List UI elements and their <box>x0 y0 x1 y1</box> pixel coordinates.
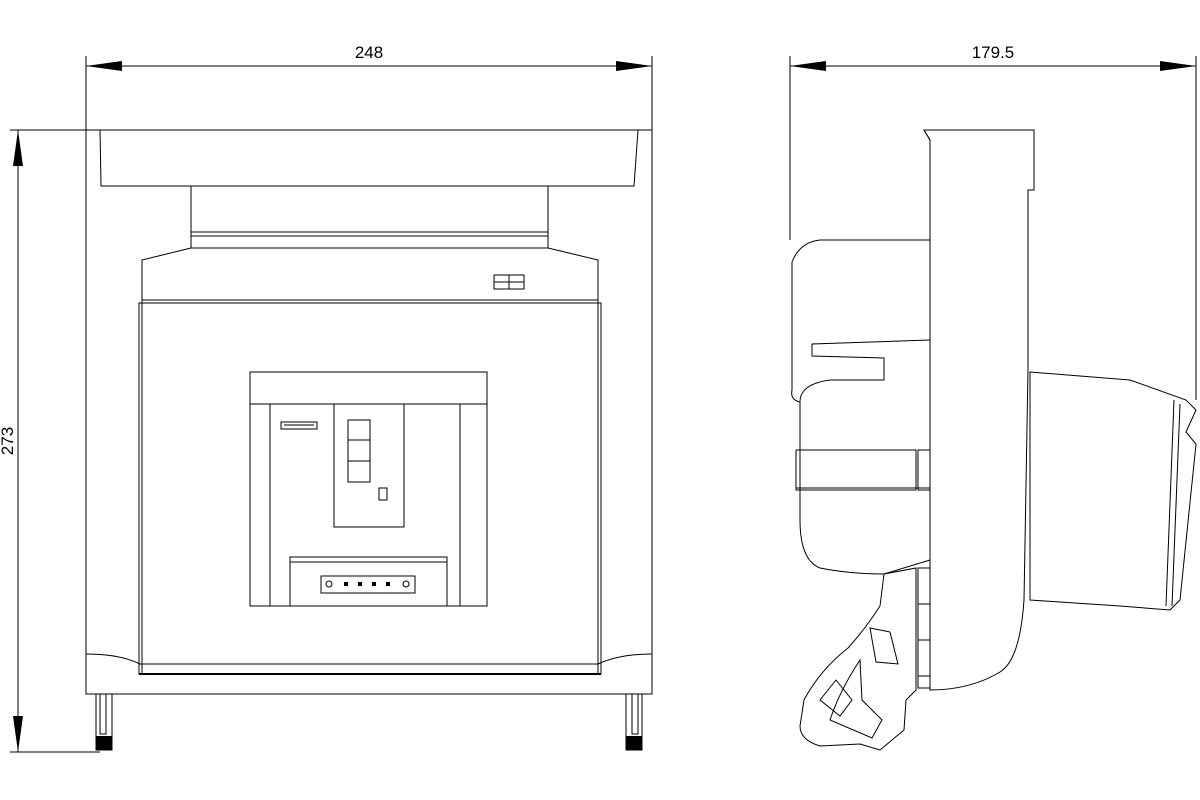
side-depth-dimension: 179.5 <box>789 43 1197 400</box>
side-view <box>791 129 1197 751</box>
side-front-plate <box>923 129 1035 691</box>
front-shoulder <box>141 247 599 301</box>
front-base <box>85 653 653 665</box>
front-width-label: 248 <box>355 43 383 62</box>
front-width-dimension: 248 <box>85 43 653 130</box>
front-top-cap <box>99 129 639 187</box>
terminal-block <box>289 556 448 607</box>
front-neck <box>190 185 549 249</box>
side-rear-body <box>791 239 931 575</box>
side-depth-label: 179.5 <box>972 43 1015 62</box>
connector-strip <box>320 575 416 594</box>
side-rail <box>795 449 917 491</box>
front-foot-right <box>625 693 643 751</box>
brand-plate <box>280 421 318 430</box>
front-foot-left <box>95 693 113 751</box>
side-module <box>1029 371 1197 611</box>
front-height-label: 273 <box>0 427 17 455</box>
label-plate-icon <box>493 274 525 290</box>
indicator-column <box>347 419 371 483</box>
test-button-icon <box>378 487 388 501</box>
front-view <box>85 129 653 751</box>
side-clamp <box>799 567 917 751</box>
control-unit <box>333 403 405 528</box>
front-height-dimension: 273 <box>0 129 100 753</box>
